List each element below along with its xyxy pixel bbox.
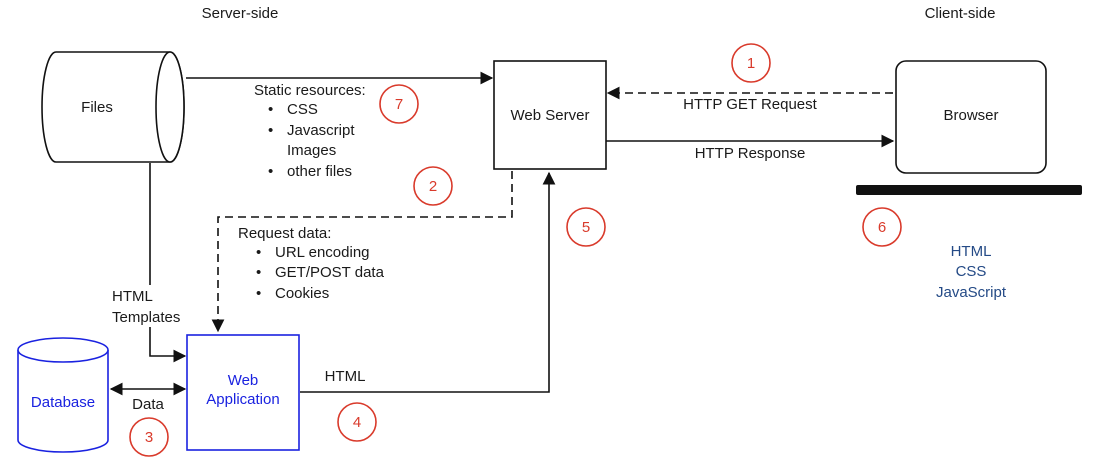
request-data-item: URL encoding [275,244,370,261]
http-response-label: HTTP Response [695,145,806,162]
step-badge-7: 7 [379,84,419,124]
step-badge-5: 5 [566,207,606,247]
step-number: 5 [582,219,590,236]
step-number: 7 [395,96,403,113]
request-data-title: Request data: [238,225,331,242]
request-data-label: Request data: • URL encoding • GET/POST … [238,225,385,302]
files-node[interactable]: Files [41,51,185,163]
web-application-node[interactable]: Web Application [186,334,300,451]
html-templates-arrow [149,163,187,363]
request-data-arrow [211,171,513,333]
step-badge-6: 6 [862,207,902,247]
static-resource-item: Images [287,142,336,159]
static-resources-title: Static resources: [254,82,366,99]
web-application-label-line1: Web [228,372,259,389]
static-resource-item: Javascript [287,122,355,139]
step-number: 1 [747,55,755,72]
browser-label: Browser [943,107,998,124]
bullet: • [256,244,261,261]
laptop-base [856,185,1082,195]
data-label: Data [132,396,164,413]
http-get-label: HTTP GET Request [683,96,817,113]
html-templates-line1: HTML [112,288,153,305]
step-number: 6 [878,219,886,236]
static-resource-item: CSS [287,101,318,118]
html-templates-label: HTML Templates [108,285,192,327]
client-side-header: Client-side [925,5,996,22]
bullet: • [268,101,273,118]
web-application-label-line2: Application [206,391,279,408]
bullet: • [268,163,273,180]
step-number: 4 [353,414,361,431]
files-label: Files [81,99,113,116]
web-server-label: Web Server [511,107,590,124]
client-tech-javascript: JavaScript [936,284,1007,301]
bullet: • [256,285,261,302]
bullet: • [256,264,261,281]
client-tech-html: HTML [951,243,992,260]
step-badge-2: 2 [413,166,453,206]
browser-node[interactable]: Browser [856,60,1082,195]
client-tech-list: HTML CSS JavaScript [936,243,1007,301]
step-number: 3 [145,429,153,446]
step-badge-3: 3 [129,417,169,457]
bullet: • [268,122,273,139]
step-badge-4: 4 [337,402,377,442]
step-badge-1: 1 [731,43,771,83]
html-templates-line2: Templates [112,309,180,326]
server-side-header: Server-side [202,5,279,22]
html-label: HTML [325,368,366,385]
client-tech-css: CSS [956,263,987,280]
request-data-item: Cookies [275,285,329,302]
request-data-item: GET/POST data [275,264,385,281]
step-number: 2 [429,178,437,195]
html-response-arrow [300,171,556,393]
web-server-node[interactable]: Web Server [493,60,607,170]
database-node[interactable]: Database [17,337,109,453]
static-resources-label: Static resources: • CSS • Javascript Ima… [254,82,366,180]
database-label: Database [31,394,95,411]
static-resource-item: other files [287,163,352,180]
